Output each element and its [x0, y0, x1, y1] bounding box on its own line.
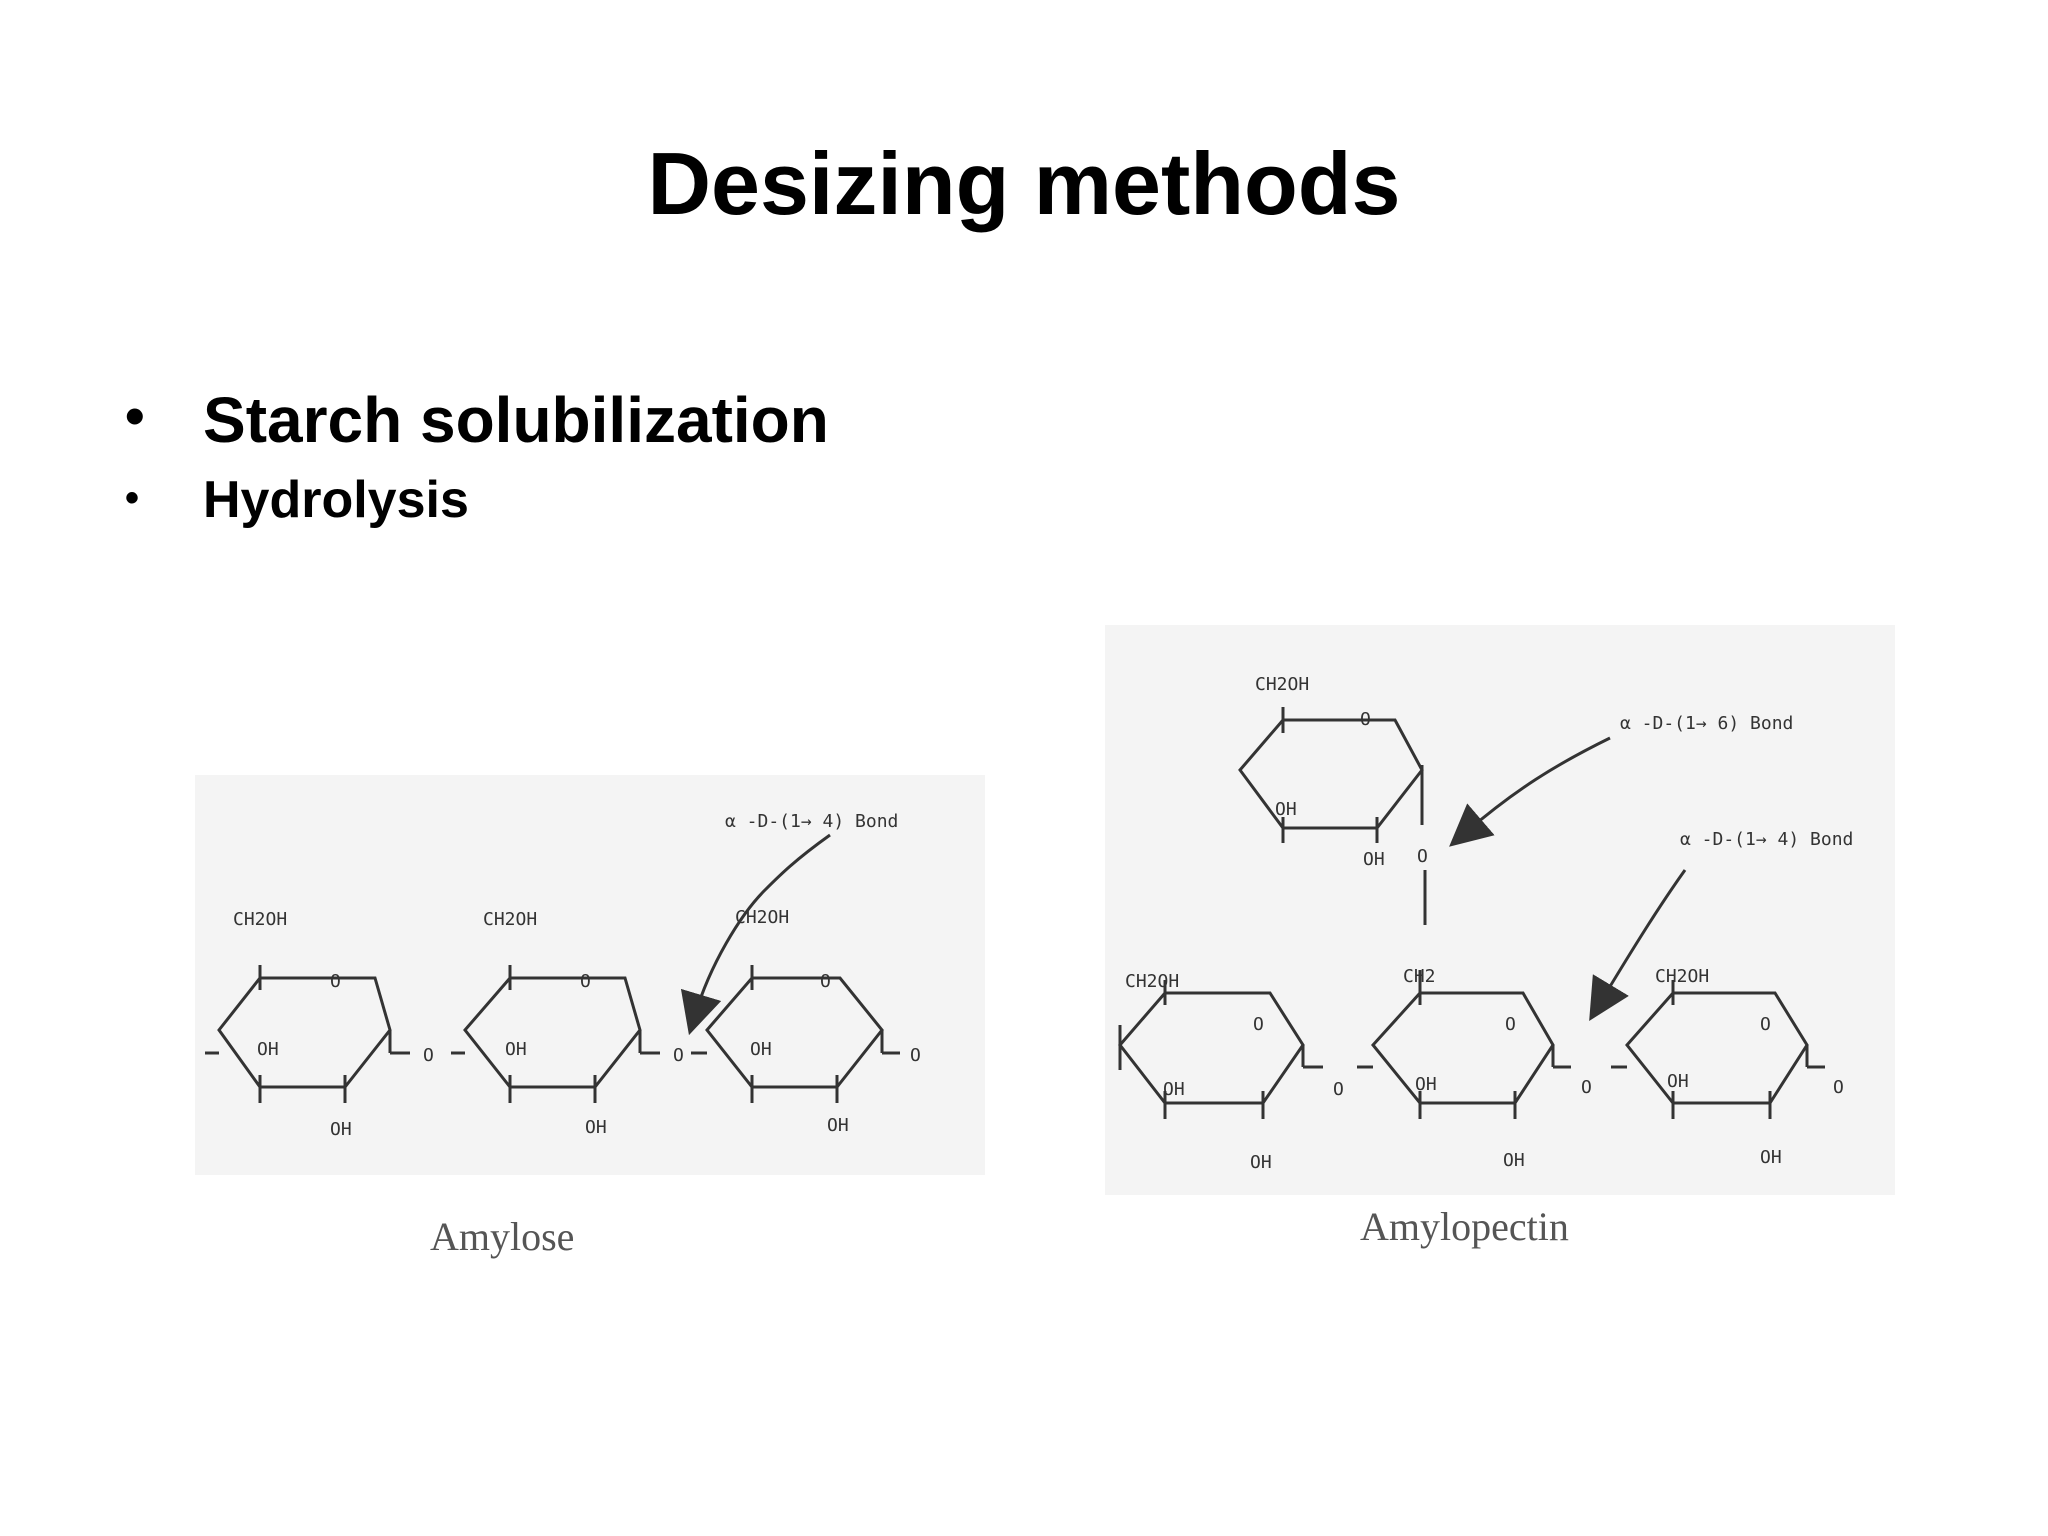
branch-link-o-label: O: [1417, 846, 1428, 867]
ring3-o-label: O: [820, 971, 831, 992]
ring3-ch2oh-label: CH2OH: [735, 907, 789, 928]
branch-oh-label: OH: [1275, 799, 1297, 820]
ring1-ch2oh-label: CH2OH: [1125, 971, 1179, 992]
glucose-ring-branch: [1238, 707, 1427, 925]
bond14-arrow: [1589, 869, 1687, 1021]
bullet-dot: •: [125, 476, 140, 520]
bullet-list: • Starch solubilization • Hydrolysis: [125, 380, 829, 540]
ring1-bottom-oh-label: OH: [1250, 1152, 1272, 1173]
branch-bottom-oh-label: OH: [1363, 849, 1385, 870]
ring3-bottom-oh-label: OH: [827, 1115, 849, 1136]
link-o-label-1: O: [1333, 1079, 1344, 1100]
ring1-ch2oh-label: CH2OH: [233, 909, 287, 930]
link-o-label-2: O: [1581, 1077, 1592, 1098]
ring1-o-label: O: [1253, 1014, 1264, 1035]
ring1-o-label: O: [330, 971, 341, 992]
ring3-ch2oh-label: CH2OH: [1655, 966, 1709, 987]
figure-background: [1105, 625, 1895, 1195]
bullet-text: Starch solubilization: [203, 384, 829, 456]
bond-label: α -D-(1→ 4) Bond: [725, 811, 898, 832]
glucose-ring-1: [1118, 980, 1323, 1119]
amylose-svg: CH2OH CH2OH CH2OH O O O OH OH OH OH OH O…: [195, 775, 985, 1259]
ring2-ch2-label: CH2: [1403, 966, 1436, 987]
amylose-diagram: CH2OH CH2OH CH2OH O O O OH OH OH OH OH O…: [195, 775, 985, 1265]
ring3-o-label: O: [1760, 1014, 1771, 1035]
bullet-dot: •: [125, 384, 145, 447]
figure-background: [195, 775, 985, 1175]
glucose-ring-3: [1611, 980, 1825, 1119]
slide-title: Desizing methods: [647, 134, 1401, 233]
glucose-ring-1: [205, 965, 410, 1103]
link-o-label-1: O: [423, 1045, 434, 1066]
glucose-ring-2: [1357, 970, 1571, 1119]
ring2-o-label: O: [1505, 1014, 1516, 1035]
amylopectin-svg: CH2OH O OH OH O CH2OH CH2 CH2OH O O O OH…: [1105, 625, 1895, 1249]
ring2-oh-label: OH: [1415, 1074, 1437, 1095]
bond16-label: α -D-(1→ 6) Bond: [1620, 713, 1793, 734]
link-o-label-3: O: [910, 1045, 921, 1066]
ring2-o-label: O: [580, 971, 591, 992]
ring1-bottom-oh-label: OH: [330, 1119, 352, 1140]
bond-arrow: [680, 833, 831, 1036]
branch-o-label: O: [1360, 709, 1371, 730]
ring3-oh-label: OH: [1667, 1071, 1689, 1092]
ring1-oh-label: OH: [1163, 1079, 1185, 1100]
bullet-text: Hydrolysis: [203, 471, 469, 529]
ring1-oh-label: OH: [257, 1039, 279, 1060]
bond16-arrow: [1449, 736, 1611, 847]
branch-ch2oh-label: CH2OH: [1255, 674, 1309, 695]
amylopectin-caption: Amylopectin: [1360, 1204, 1569, 1249]
amylose-caption: Amylose: [430, 1214, 574, 1259]
glucose-ring-2: [451, 965, 660, 1103]
bullet-starch-solubilization: • Starch solubilization: [125, 380, 829, 460]
ring2-bottom-oh-label: OH: [1503, 1150, 1525, 1171]
ring3-bottom-oh-label: OH: [1760, 1147, 1782, 1168]
glucose-ring-3: [691, 965, 900, 1103]
bond14-label: α -D-(1→ 4) Bond: [1680, 829, 1853, 850]
ring3-oh-label: OH: [750, 1039, 772, 1060]
link-o-label-3: O: [1833, 1077, 1844, 1098]
link-o-label-2: O: [673, 1045, 684, 1066]
amylopectin-diagram: CH2OH O OH OH O CH2OH CH2 CH2OH O O O OH…: [1105, 625, 1905, 1265]
ring2-ch2oh-label: CH2OH: [483, 909, 537, 930]
bullet-hydrolysis: • Hydrolysis: [125, 460, 829, 540]
ring2-bottom-oh-label: OH: [585, 1117, 607, 1138]
ring2-oh-label: OH: [505, 1039, 527, 1060]
